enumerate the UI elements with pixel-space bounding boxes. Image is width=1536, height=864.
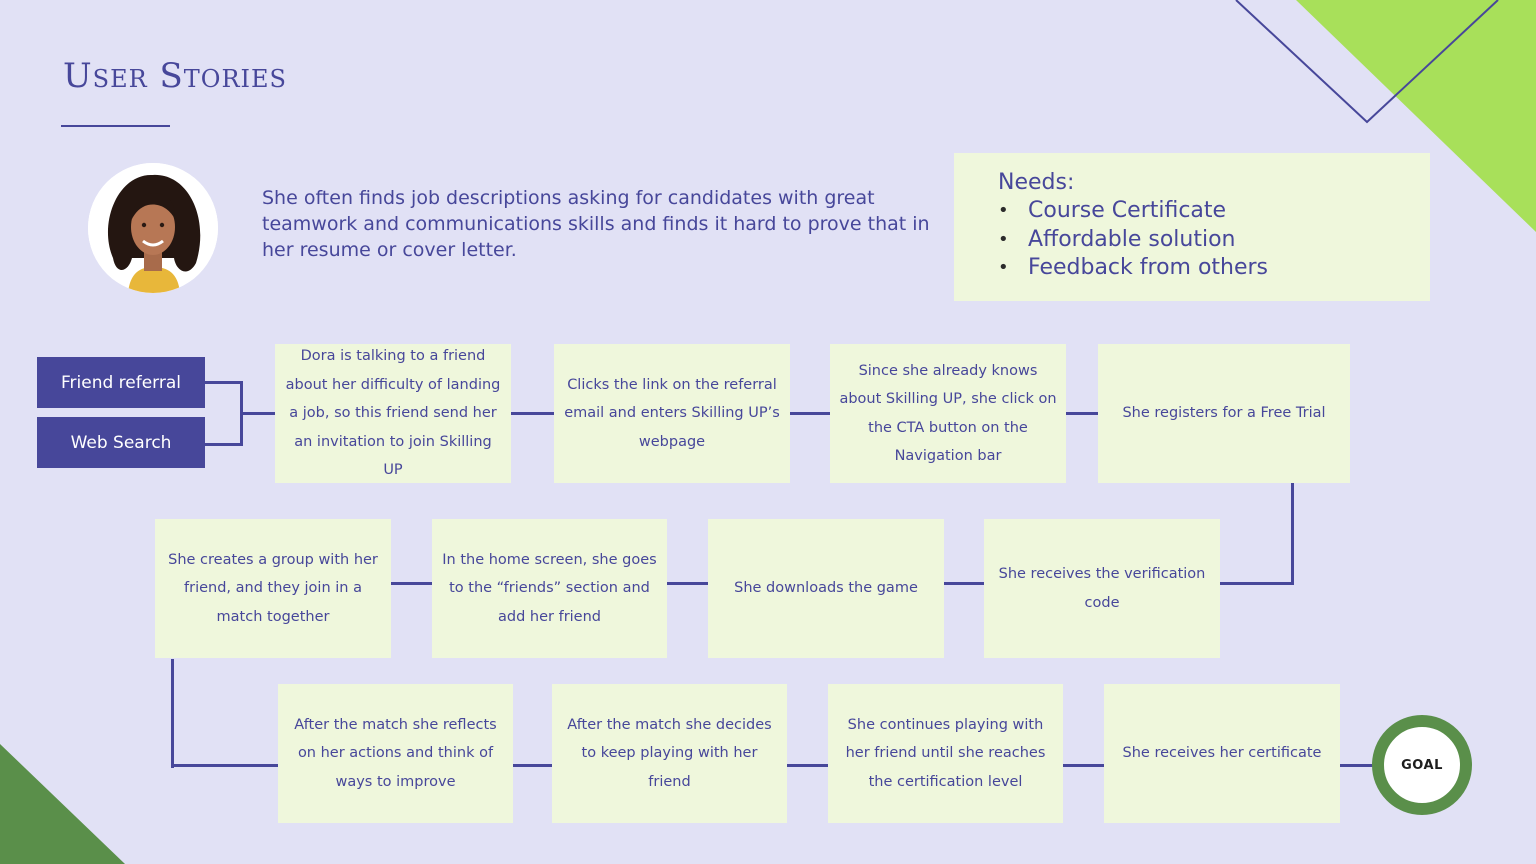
connector	[240, 412, 275, 415]
connector	[787, 764, 828, 767]
step-box: She receives the verification code	[984, 519, 1220, 658]
title-underline	[61, 125, 170, 127]
persona-avatar	[88, 163, 218, 293]
connector	[790, 412, 830, 415]
top-right-chevron-line	[1235, 0, 1499, 124]
step-box: In the home screen, she goes to the “fri…	[432, 519, 667, 658]
step-box: She registers for a Free Trial	[1098, 344, 1350, 483]
step-box: After the match she reflects on her acti…	[278, 684, 513, 823]
step-box: Dora is talking to a friend about her di…	[275, 344, 511, 483]
needs-item-certificate: Course Certificate	[998, 197, 1430, 226]
step-box: Since she already knows about Skilling U…	[830, 344, 1066, 483]
needs-list: Course Certificate Affordable solution F…	[998, 197, 1430, 283]
connector	[513, 764, 552, 767]
step-box: Clicks the link on the referral email an…	[554, 344, 790, 483]
bottom-left-green-triangle	[0, 744, 125, 864]
needs-panel: Needs: Course Certificate Affordable sol…	[954, 153, 1430, 301]
connector	[171, 764, 278, 767]
source-web-search: Web Search	[37, 417, 205, 468]
persona-portrait-icon	[88, 163, 218, 293]
connector	[667, 582, 708, 585]
connector	[1291, 483, 1294, 585]
connector	[1340, 764, 1374, 767]
connector	[391, 582, 432, 585]
connector	[205, 381, 243, 384]
step-box: She continues playing with her friend un…	[828, 684, 1063, 823]
step-box: She receives her certificate	[1104, 684, 1340, 823]
persona-story-text: She often finds job descriptions asking …	[262, 187, 930, 261]
step-box: She downloads the game	[708, 519, 944, 658]
page-title: User Stories	[63, 56, 287, 96]
connector	[171, 659, 174, 768]
connector	[1220, 582, 1294, 585]
connector	[944, 582, 984, 585]
needs-item-feedback: Feedback from others	[998, 254, 1430, 283]
step-box: She creates a group with her friend, and…	[155, 519, 391, 658]
needs-title: Needs:	[998, 170, 1075, 195]
goal-badge: GOAL	[1372, 715, 1472, 815]
connector	[1066, 412, 1098, 415]
top-right-green-triangle	[1296, 0, 1536, 232]
connector	[511, 412, 554, 415]
needs-item-affordable: Affordable solution	[998, 226, 1430, 255]
source-friend-referral: Friend referral	[37, 357, 205, 408]
step-box: After the match she decides to keep play…	[552, 684, 787, 823]
connector	[1063, 764, 1104, 767]
connector	[205, 443, 243, 446]
